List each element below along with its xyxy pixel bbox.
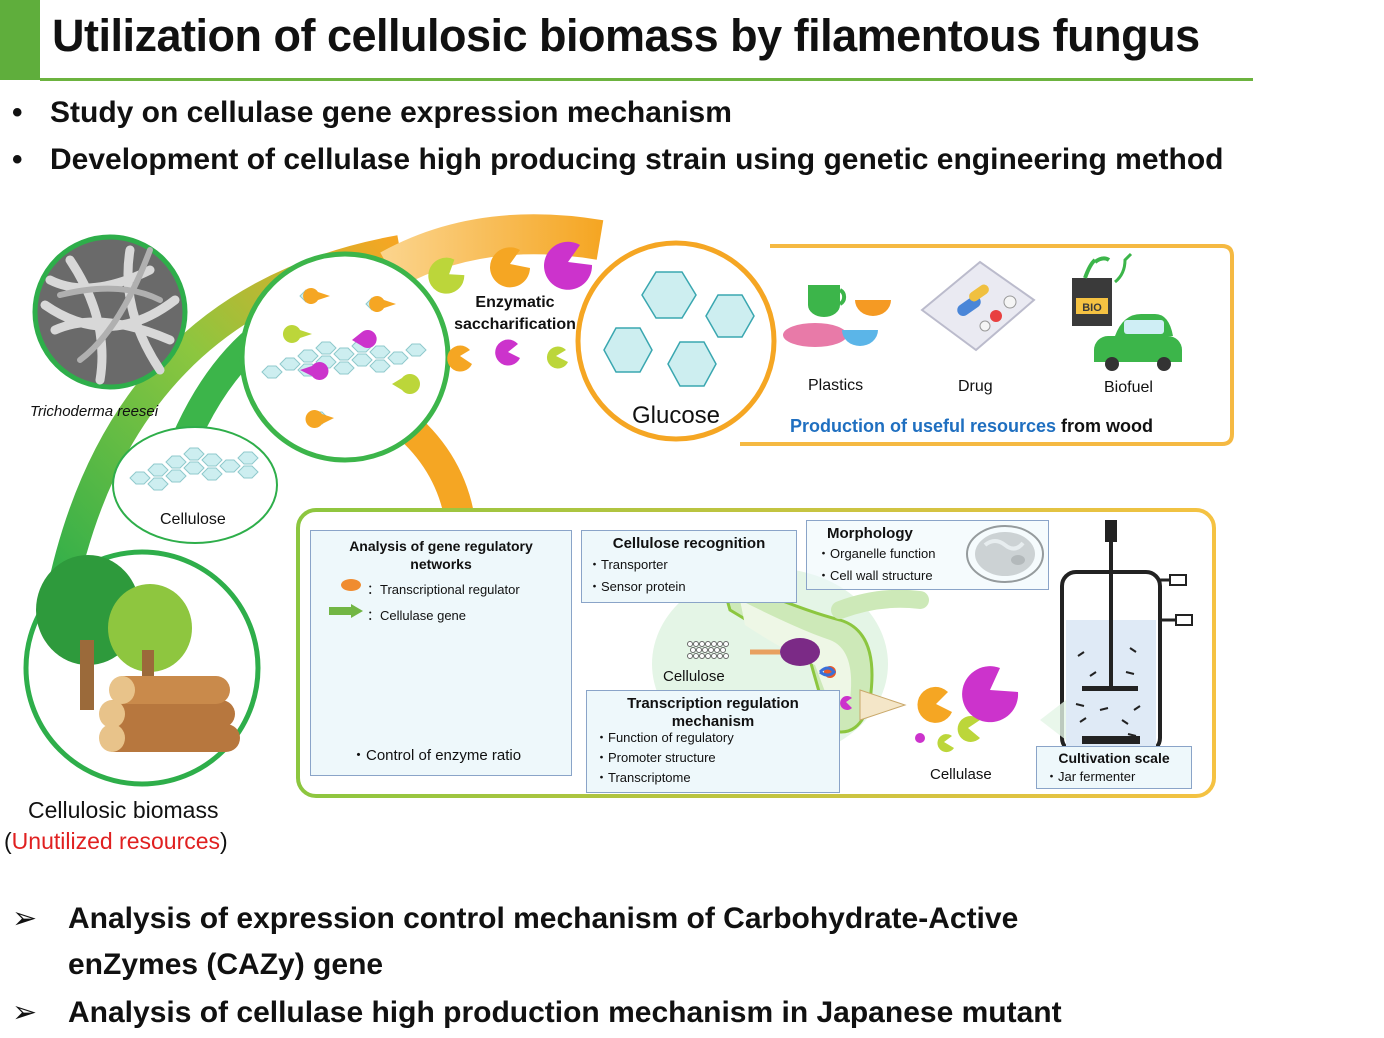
- title-accent-bar: [0, 0, 40, 80]
- bullet-dot: •: [12, 143, 23, 176]
- cultivation-item: ・Jar fermenter: [1045, 769, 1136, 784]
- gene-legend-label: ：Cellulase gene: [367, 608, 467, 623]
- recognition-item: ・Sensor protein: [588, 579, 686, 594]
- transcription-items: ・Function of regulatory ・Promoter struct…: [595, 728, 831, 788]
- page-title: Utilization of cellulosic biomass by fil…: [52, 10, 1200, 61]
- transcription-regulation-box: Transcription regulation mechanism ・Func…: [586, 690, 840, 793]
- glucose-circle: [575, 240, 777, 442]
- arrow-bullet-icon: ➢: [12, 996, 38, 1029]
- saccharification-label: Enzymatic saccharification: [454, 294, 576, 333]
- plastics-icon: [783, 285, 891, 347]
- product-drug-label: Drug: [958, 378, 993, 395]
- product-biofuel-label: Biofuel: [1104, 379, 1153, 396]
- transcription-title: Transcription regulation mechanism: [627, 695, 799, 730]
- trichoderma-image: [32, 234, 188, 390]
- cellulose-oval: [112, 426, 278, 544]
- production-caption: Production of useful resources from wood: [790, 416, 1154, 436]
- bottom-bullet-1: ➢ Analysis of expression control mechani…: [12, 896, 1262, 988]
- top-bullet-1: •Study on cellulase gene expression mech…: [12, 96, 732, 129]
- biofuel-icon: BIO: [1072, 252, 1182, 371]
- title-underline: [40, 78, 1253, 81]
- network-analysis-box: Analysis of gene regulatory networks ：Tr…: [310, 530, 572, 776]
- cell-cellulase-label: Cellulase: [930, 766, 992, 783]
- bottom-bullet-2: ➢ Analysis of cellulase high production …: [12, 990, 1262, 1036]
- cellulose-label: Cellulose: [160, 511, 226, 528]
- top-bullet-2: •Development of cellulase high producing…: [12, 143, 1224, 176]
- regulator-legend-label: ：Transcriptional regulator: [367, 582, 520, 597]
- cultivation-title: Cultivation scale: [1058, 750, 1170, 766]
- morphology-box: Morphology ・Organelle function ・Cell wal…: [806, 520, 1049, 590]
- saccharification-arc: [380, 214, 604, 288]
- cellulose-recognition-box: Cellulose recognition ・Transporter ・Sens…: [581, 530, 797, 603]
- regulator-legend-icon: [341, 579, 361, 591]
- transcription-item: ・Promoter structure: [595, 750, 716, 765]
- jar-fermenter-icon: [1040, 520, 1193, 754]
- arrow-bullet-icon: ➢: [12, 902, 38, 935]
- cell-cellulose-label: Cellulose: [663, 668, 725, 685]
- wood-biomass-image: [23, 549, 261, 787]
- cellulose-hydrolysis-circle: [239, 251, 451, 463]
- morphology-item: ・Organelle function: [817, 546, 936, 561]
- unutilized-resources-text: Unutilized resources: [11, 828, 221, 854]
- transcription-item: ・Function of regulatory: [595, 730, 734, 745]
- gene-legend-arrow-icon: [329, 604, 363, 618]
- morphology-title: Morphology: [827, 525, 913, 542]
- cellulose-chain-icon: [129, 447, 259, 491]
- biomass-label: Cellulosic biomass: [28, 797, 219, 823]
- product-plastics-label: Plastics: [808, 377, 864, 394]
- bullet-dot: •: [12, 96, 23, 129]
- fungus-label: Trichoderma reesei: [30, 403, 159, 420]
- recognition-title: Cellulose recognition: [612, 535, 766, 552]
- enzyme-icons-saccharification: [428, 241, 593, 372]
- recognition-item: ・Transporter: [588, 557, 668, 572]
- biomass-note: (Unutilized resources): [4, 828, 228, 854]
- network-footer: ・Control of enzyme ratio: [351, 747, 522, 764]
- transcription-item: ・Transcriptome: [595, 770, 691, 785]
- cultivation-scale-box: Cultivation scale ・Jar fermenter: [1036, 746, 1192, 789]
- bio-badge-text: BIO: [1082, 302, 1102, 314]
- drug-icon: [920, 260, 1036, 352]
- network-box-title: Analysis of gene regulatory networks: [349, 538, 533, 572]
- glucose-label: Glucose: [631, 402, 721, 429]
- products-box-outline: [740, 244, 1234, 446]
- morphology-item: ・Cell wall structure: [817, 568, 933, 583]
